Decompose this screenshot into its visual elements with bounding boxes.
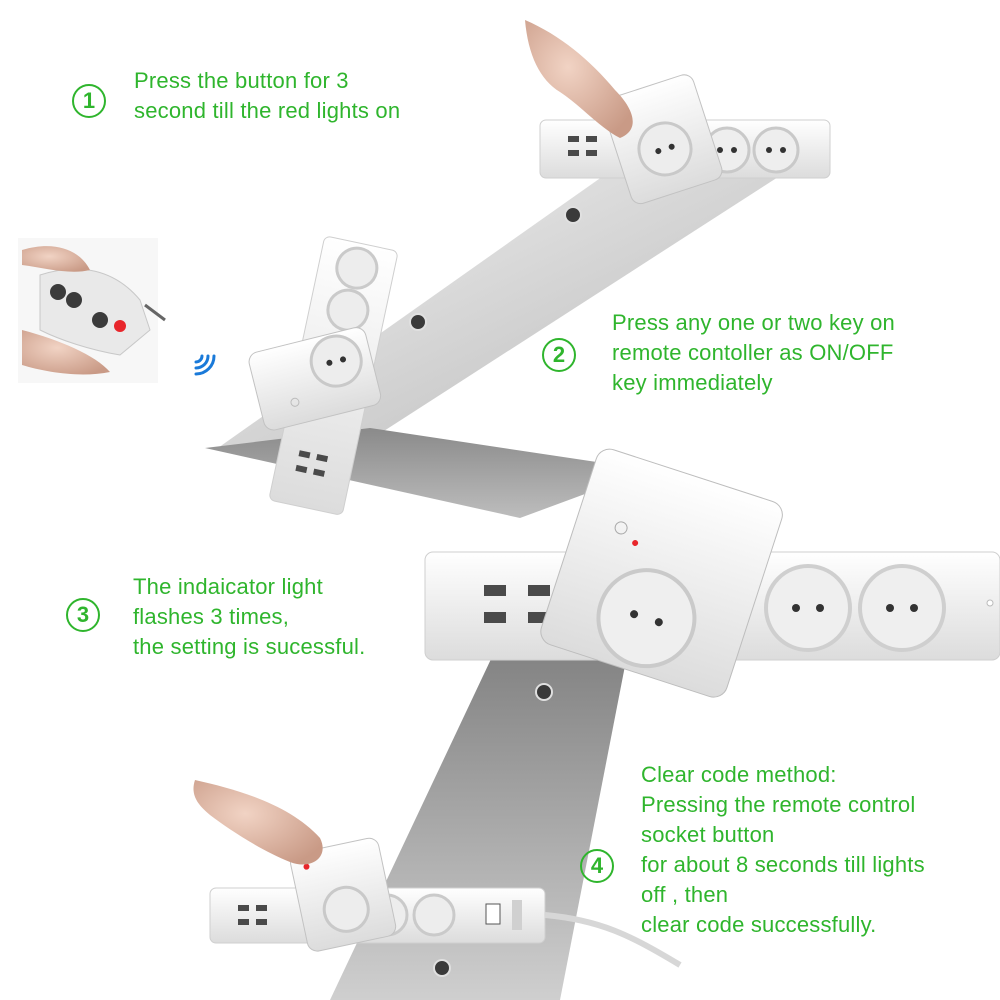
step-4-text: Clear code method: Pressing the remote c… xyxy=(641,760,925,940)
step-number-badge: 2 xyxy=(542,338,576,372)
step-text-line: Pressing the remote control xyxy=(641,792,916,817)
step-text-line: remote contoller as ON/OFF xyxy=(612,340,894,365)
hand-icon xyxy=(193,780,323,865)
usb-port-icon xyxy=(484,585,550,623)
step-text-line: flashes 3 times, xyxy=(133,604,290,629)
belt-hole xyxy=(433,959,451,977)
socket-icon xyxy=(248,327,382,431)
step-text-line: Clear code method: xyxy=(641,762,837,787)
step-text-line: the setting is sucessful. xyxy=(133,634,366,659)
remote-control-icon xyxy=(602,74,723,205)
usb-port-icon xyxy=(568,136,597,156)
step-text-line: Press the button for 3 xyxy=(134,68,349,93)
step-text-line: key immediately xyxy=(612,370,773,395)
switch-icon xyxy=(485,903,501,925)
step-1-text: Press the button for 3 second till the r… xyxy=(134,66,400,126)
indicator-light-icon xyxy=(614,521,628,535)
wifi-signal-icon xyxy=(194,354,216,376)
belt-hole xyxy=(535,683,553,701)
remote-control-icon xyxy=(290,837,397,952)
socket-icon xyxy=(540,448,783,698)
usb-port-icon xyxy=(295,450,329,477)
step-number-badge: 3 xyxy=(66,598,100,632)
usb-port-icon xyxy=(238,905,267,925)
step-text-line: The indaicator light xyxy=(133,574,323,599)
step-text-line: off , then xyxy=(641,882,729,907)
step-text-line: clear code successfully. xyxy=(641,912,877,937)
step-number-badge: 1 xyxy=(72,84,106,118)
step-text-line: Press any one or two key on xyxy=(612,310,895,335)
belt-hole xyxy=(409,313,427,331)
belt-segment-bottom xyxy=(330,640,630,1000)
step-2-text: Press any one or two key on remote conto… xyxy=(612,308,895,398)
socket-icon xyxy=(703,126,800,174)
step-text-line: second till the red lights on xyxy=(134,98,401,123)
remote-control-icon xyxy=(18,238,166,383)
hand-icon xyxy=(525,20,633,138)
step-text-line: socket button xyxy=(641,822,775,847)
step-number-badge: 4 xyxy=(580,849,614,883)
step-text-line: for about 8 seconds till lights xyxy=(641,852,925,877)
step-3-text: The indaicator light flashes 3 times, th… xyxy=(133,572,365,662)
belt-hole xyxy=(564,206,582,224)
socket-icon xyxy=(764,564,946,652)
